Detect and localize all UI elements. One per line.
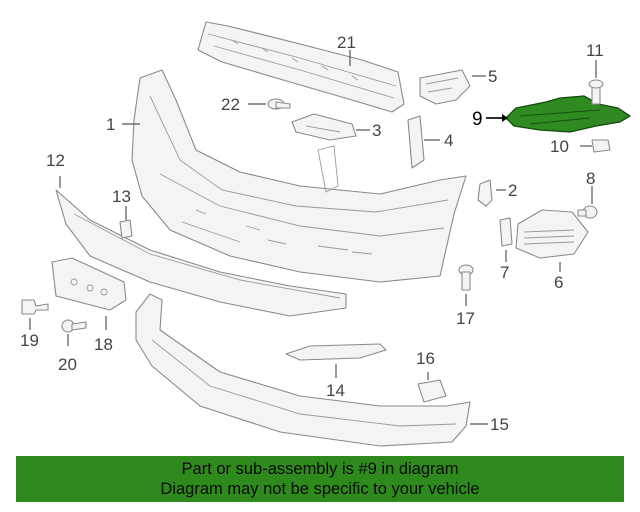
part-12-lower-valance[interactable] <box>55 189 347 317</box>
part-17-bolt[interactable] <box>458 264 474 291</box>
callout-9: 9 <box>472 109 483 130</box>
banner-line-2: Diagram may not be specific to your vehi… <box>160 480 480 498</box>
banner-line-1: Part or sub-assembly is #9 in diagram <box>181 460 459 478</box>
part-3-bracket[interactable] <box>291 113 357 141</box>
callout-6: 6 <box>554 273 563 292</box>
callout-8: 8 <box>586 169 595 188</box>
callout-2: 2 <box>508 181 517 200</box>
callout-22: 22 <box>221 95 240 114</box>
part-2-push-pin[interactable] <box>477 179 493 207</box>
part-6-fog-lamp[interactable] <box>515 209 589 259</box>
part-1-bumper-fascia[interactable] <box>131 69 467 283</box>
callout-5: 5 <box>488 67 497 86</box>
part-21-impact-bar[interactable] <box>197 21 405 113</box>
callout-leaders <box>29 50 597 425</box>
part-9-highlighted-bracket[interactable] <box>505 95 631 133</box>
callout-16: 16 <box>416 349 435 368</box>
part-14-trim-strip[interactable] <box>285 343 387 361</box>
callout-12: 12 <box>46 151 65 170</box>
callout-14: 14 <box>326 381 345 400</box>
part-5-bracket[interactable] <box>419 69 471 105</box>
callout-19: 19 <box>20 331 39 350</box>
callout-1: 1 <box>106 115 115 134</box>
part-11-bolt[interactable] <box>588 79 604 105</box>
part-15-air-deflector[interactable] <box>135 293 471 447</box>
part-22-bolt[interactable] <box>267 98 291 110</box>
callout-13: 13 <box>112 187 131 206</box>
part-19-push-pin[interactable] <box>21 299 49 315</box>
callout-15: 15 <box>490 415 509 434</box>
part-16-bracket[interactable] <box>417 379 447 403</box>
callout-3: 3 <box>372 121 381 140</box>
part-8-bolt[interactable] <box>577 205 598 219</box>
info-banner: Part or sub-assembly is #9 in diagram Di… <box>16 456 624 502</box>
callout-11: 11 <box>586 41 604 60</box>
part-20-screw[interactable] <box>61 319 87 333</box>
callout-18: 18 <box>94 335 113 354</box>
callout-10: 10 <box>550 137 569 156</box>
callout-21: 21 <box>337 33 356 52</box>
callout-labels: 21 5 22 3 4 2 1 12 13 9 10 11 8 6 7 17 1… <box>20 33 604 434</box>
part-7-clip[interactable] <box>499 217 513 247</box>
part-4-bracket[interactable] <box>407 115 425 169</box>
callout-17: 17 <box>456 309 475 328</box>
part-18-license-bracket[interactable] <box>51 257 127 311</box>
part-13-clip[interactable] <box>119 219 133 239</box>
callout-20: 20 <box>58 355 77 374</box>
part-10-clip[interactable] <box>591 139 611 153</box>
callout-4: 4 <box>444 131 453 150</box>
callout-7: 7 <box>500 263 509 282</box>
